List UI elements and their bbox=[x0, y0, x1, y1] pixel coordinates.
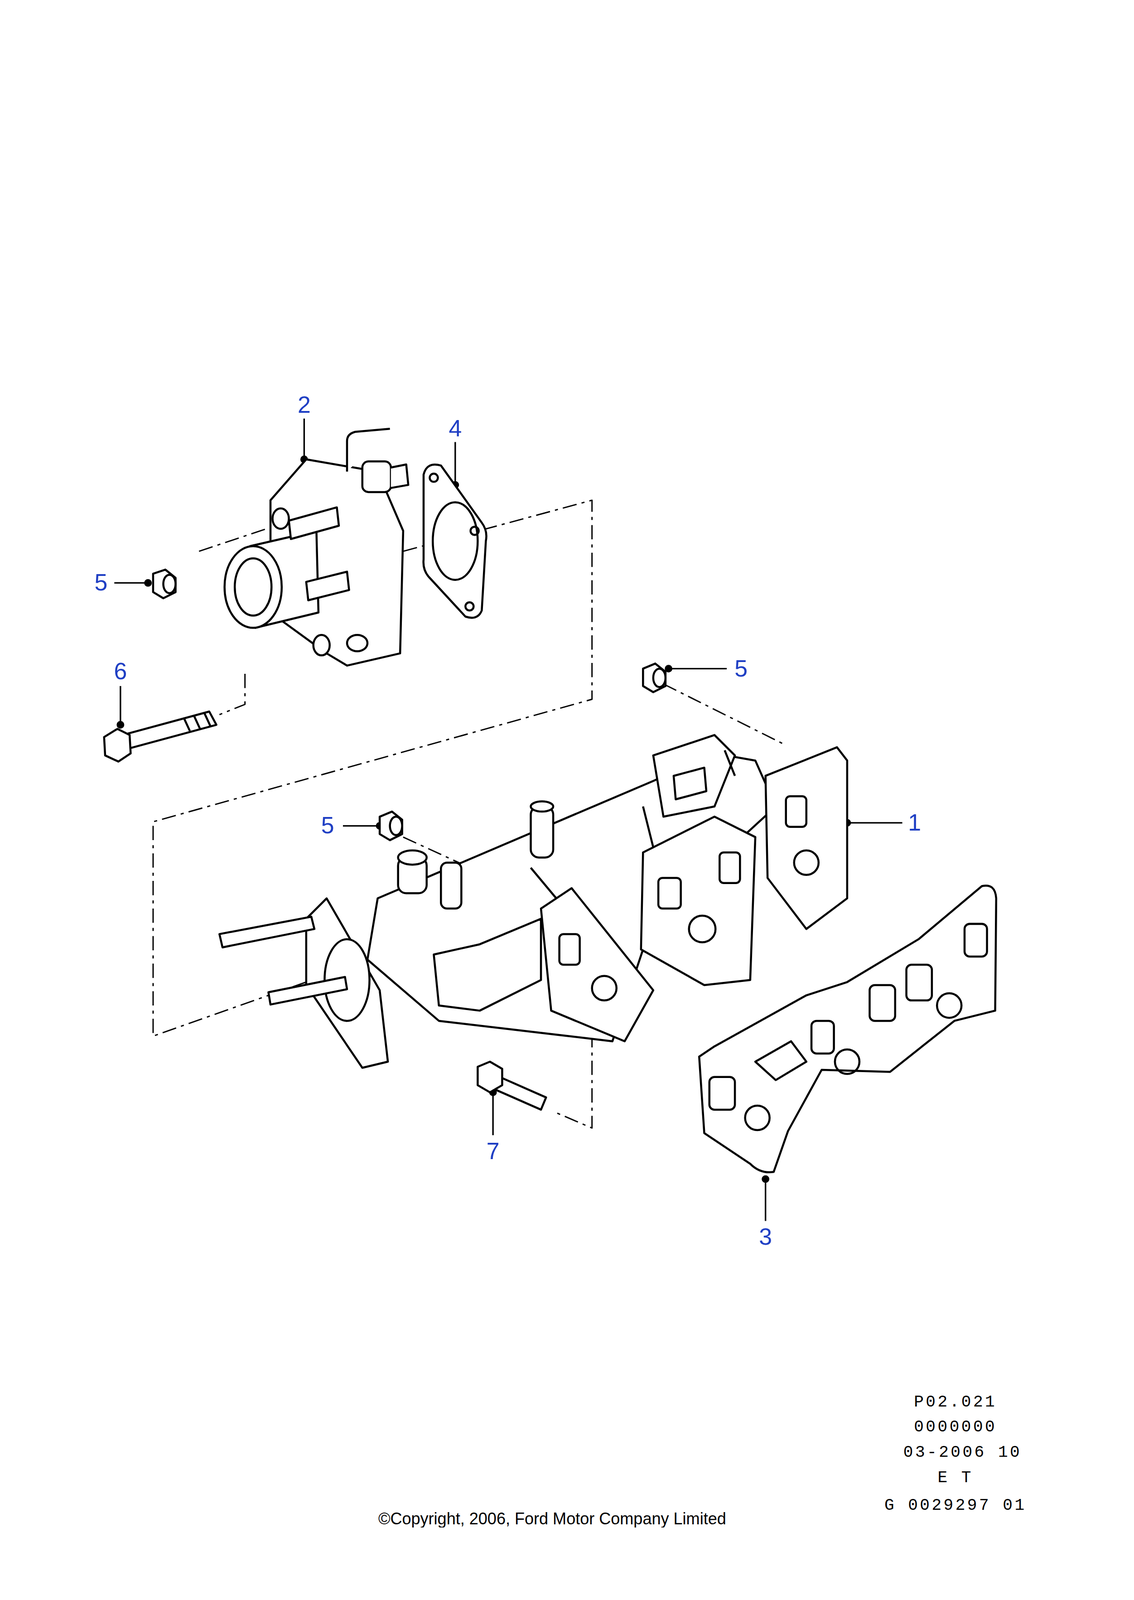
reference-code: P02.021 bbox=[913, 1394, 997, 1411]
callout-number: 5 bbox=[732, 656, 750, 681]
copyright-note: ©Copyright, 2006, Ford Motor Company Lim… bbox=[378, 1510, 727, 1527]
reference-code: G 0029297 01 bbox=[884, 1497, 1027, 1514]
callout-number: 5 bbox=[92, 570, 110, 595]
callout-number: 2 bbox=[295, 393, 313, 417]
callout-number: 5 bbox=[318, 814, 337, 838]
reference-code: E T bbox=[937, 1469, 973, 1487]
reference-code: 0000000 bbox=[913, 1418, 997, 1436]
callout-number: 1 bbox=[906, 810, 924, 835]
reference-code: 03-2006 10 bbox=[903, 1444, 1022, 1461]
callout-number: 4 bbox=[446, 416, 464, 441]
callout-number: 6 bbox=[111, 659, 130, 684]
callout-number: 3 bbox=[757, 1225, 775, 1250]
callout-number: 7 bbox=[484, 1139, 502, 1163]
